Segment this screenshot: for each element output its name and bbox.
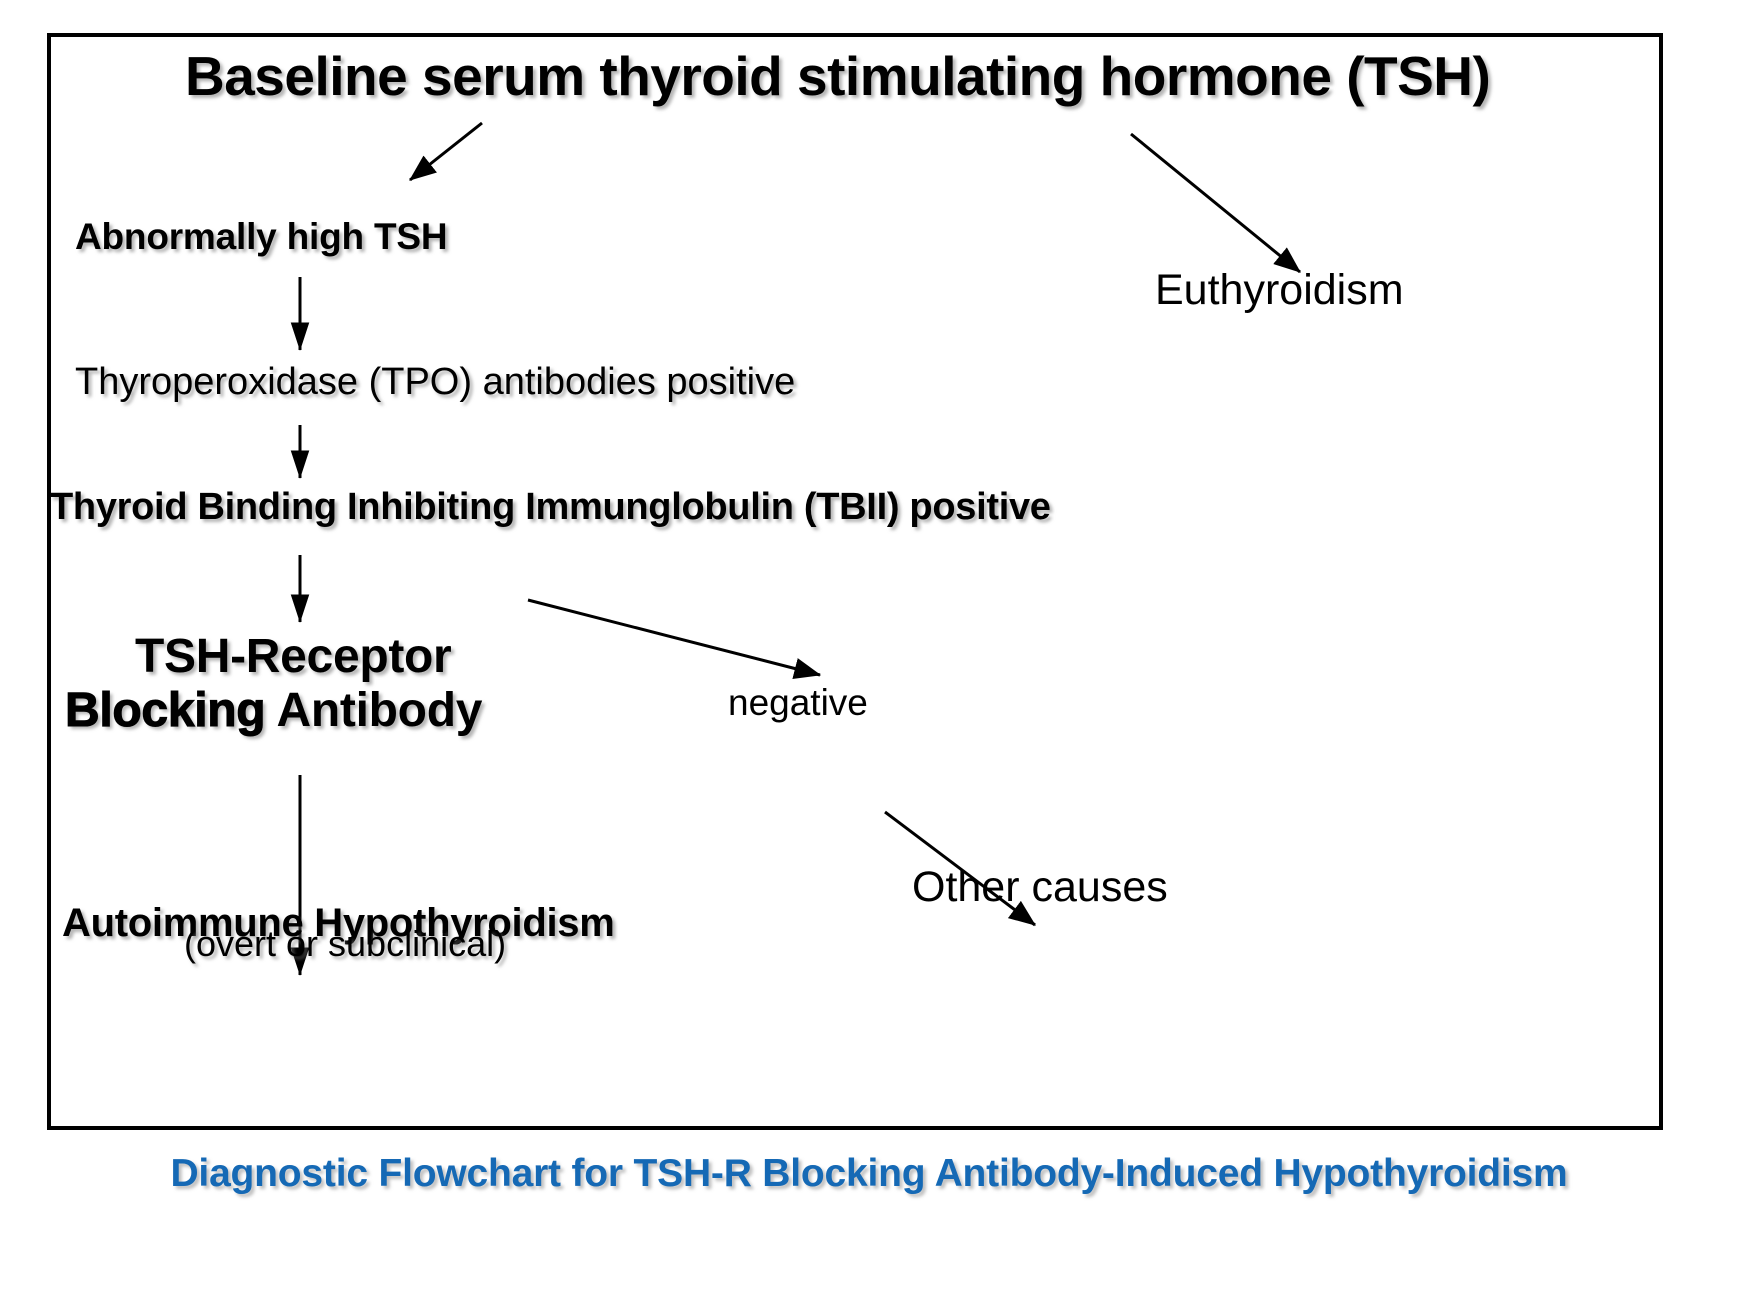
node-other-causes: Other causes (912, 863, 1168, 911)
node-blocking-emphasis: Blocking (64, 684, 266, 737)
node-tbii-positive: Thyroid Binding Inhibiting Immunglobulin… (50, 486, 1051, 528)
node-euthyroidism: Euthyroidism (1155, 266, 1404, 314)
node-abnormally-high-tsh: Abnormally high TSH (75, 216, 448, 257)
figure-caption: Diagnostic Flowchart for TSH-R Blocking … (170, 1152, 1568, 1195)
node-tpo-antibodies-positive: Thyroperoxidase (TPO) antibodies positiv… (75, 361, 796, 403)
edge-label-negative: negative (728, 682, 868, 723)
flowchart-frame (47, 33, 1663, 1130)
node-tsh-receptor-line: TSH-Receptor (135, 630, 452, 683)
node-antibody-text: Antibody (265, 684, 483, 737)
node-autoimmune-hypothyroidism: Autoimmune Hypothyroidism (62, 901, 615, 945)
node-blocking-antibody-line: Blocking Antibody (64, 684, 483, 737)
node-baseline-tsh: Baseline serum thyroid stimulating hormo… (185, 45, 1491, 107)
node-overt-or-subclinical: (overt or subclinical) (184, 923, 507, 964)
